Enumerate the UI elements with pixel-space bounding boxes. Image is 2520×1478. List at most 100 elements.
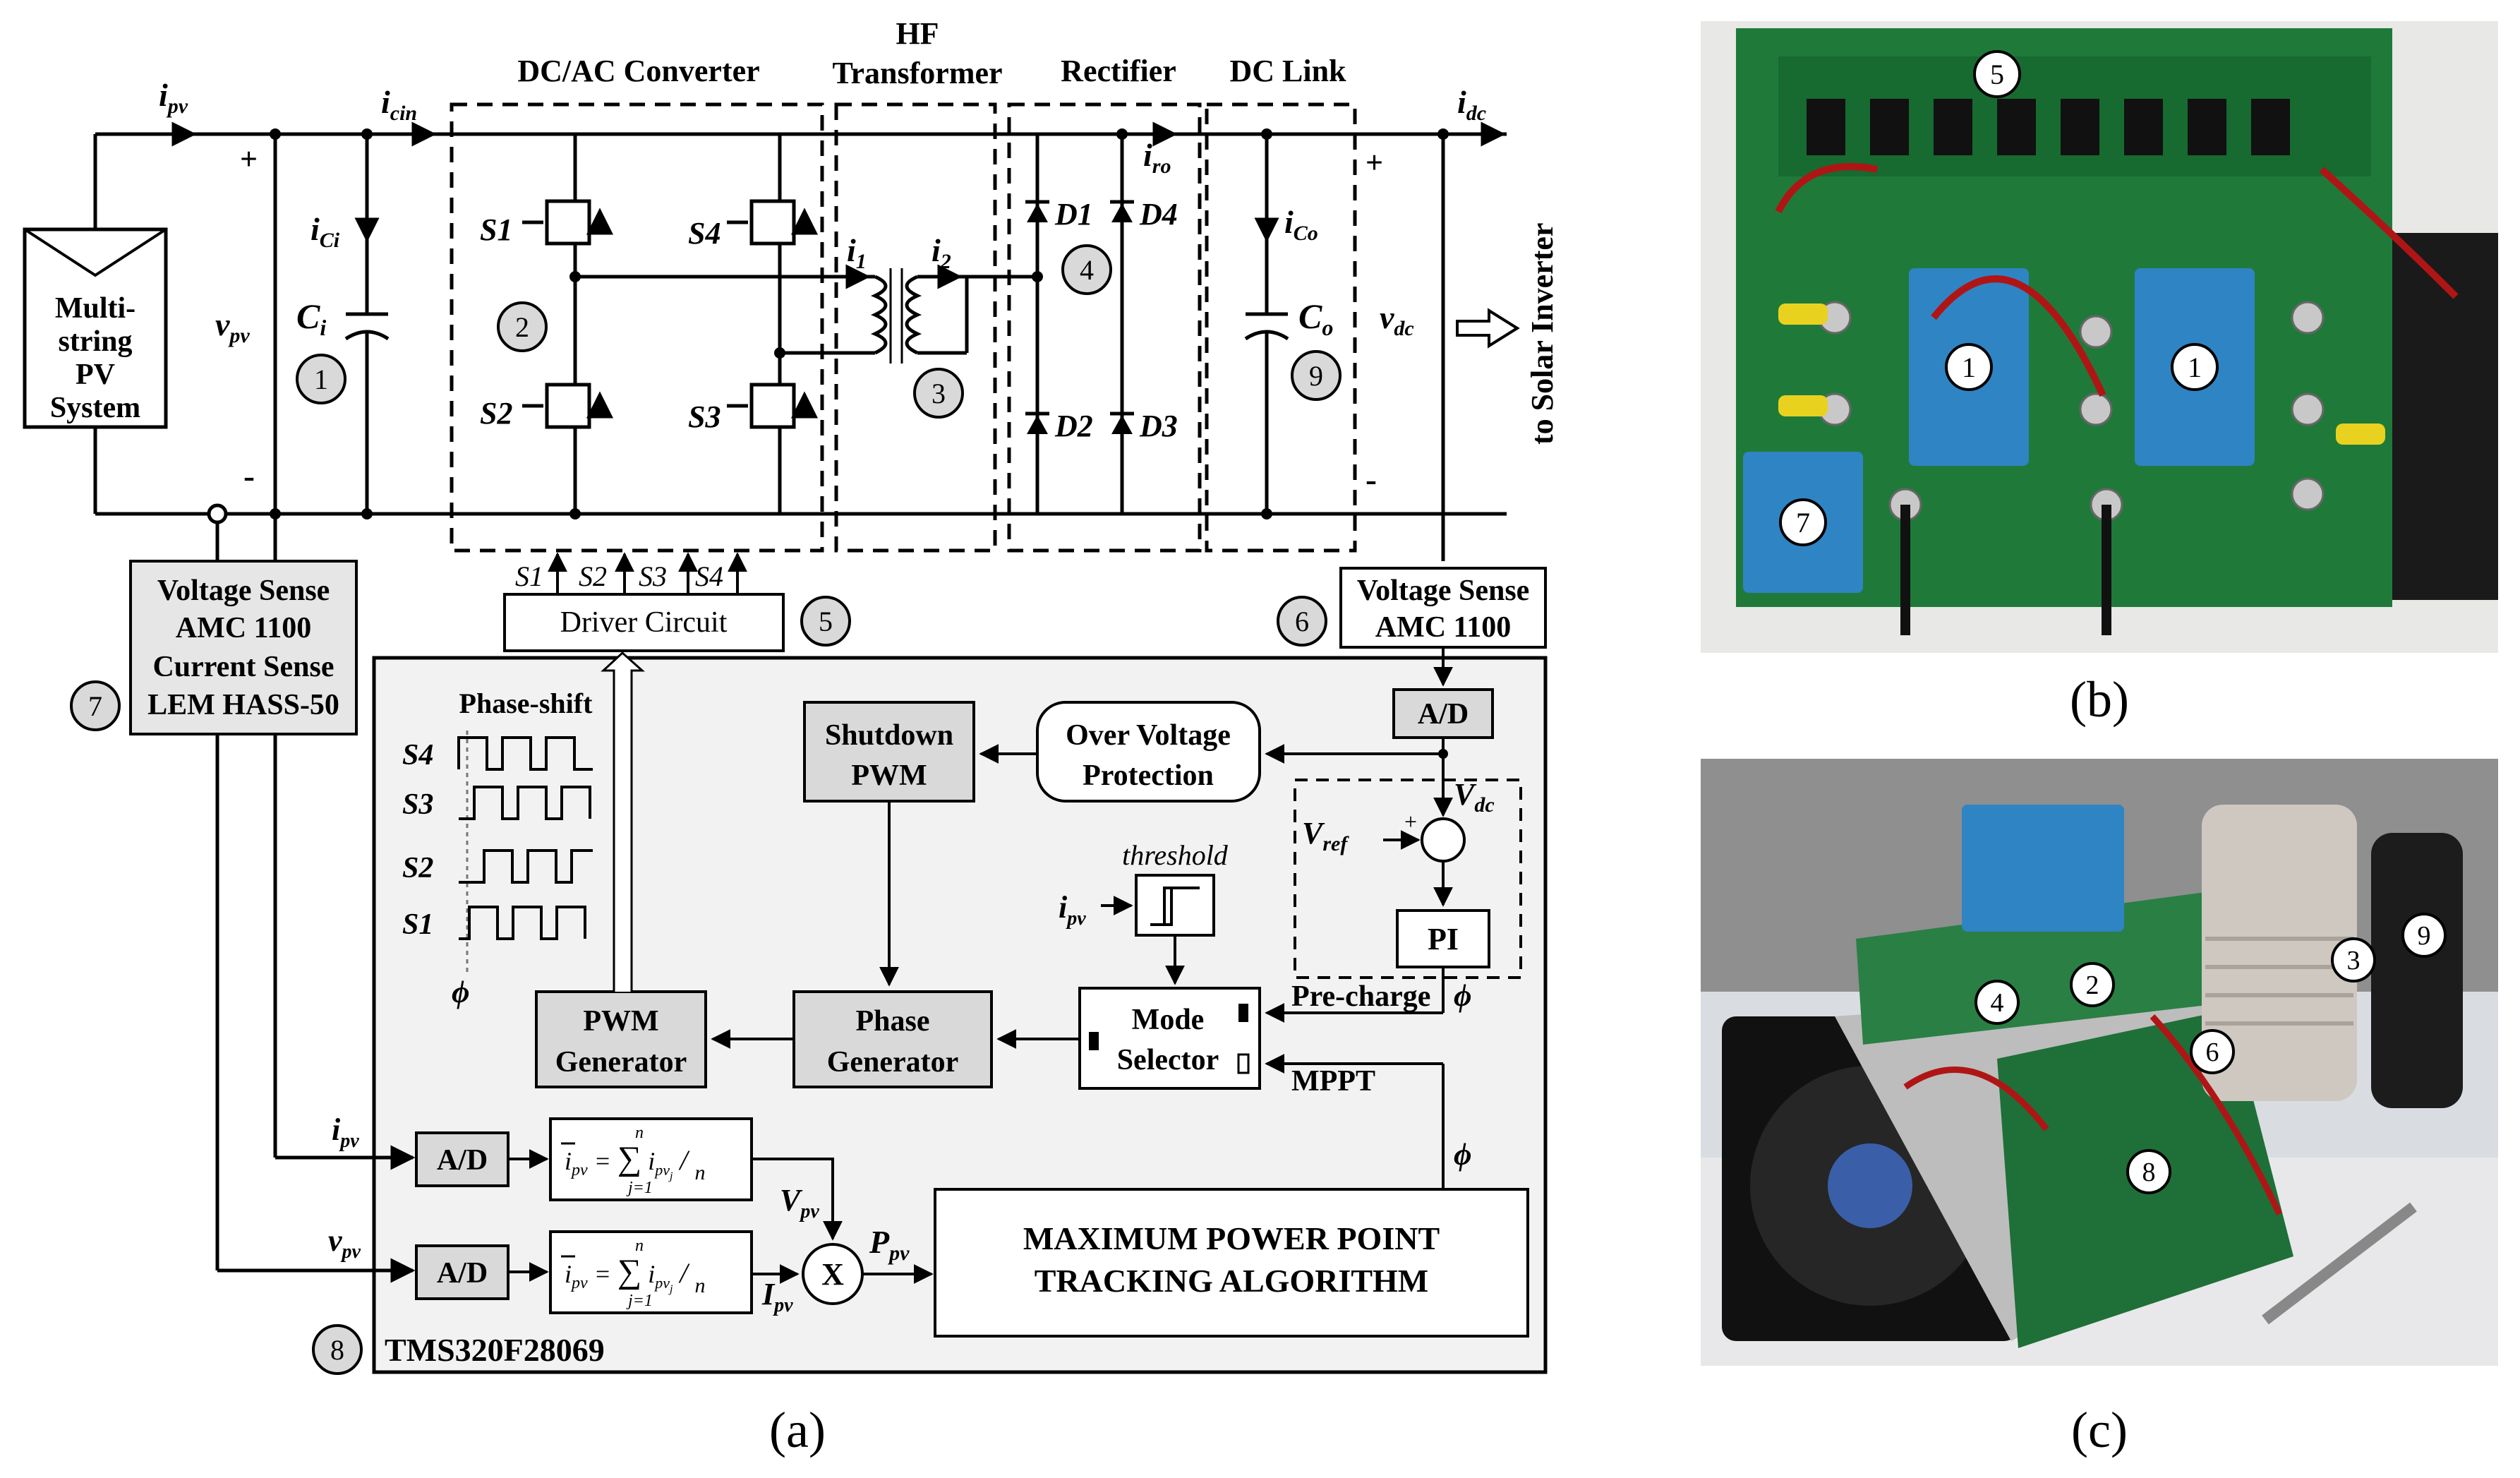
- svg-text:8: 8: [330, 1334, 344, 1366]
- mppt-algorithm-box: [934, 1188, 1529, 1338]
- pi-dashed-region: [1294, 779, 1522, 979]
- diode-label-d4: D4: [1139, 197, 1178, 232]
- wave-label-s1: S1: [402, 908, 433, 941]
- panel-label-b: (b): [2070, 671, 2129, 728]
- ovp-label-2: Protection: [1083, 759, 1214, 792]
- photo-b-pcb: 5 1 1 7: [1701, 21, 2498, 653]
- label-Ipv: Ipv: [761, 1277, 793, 1316]
- mppt-alg-label-2: TRACKING ALGORITHM: [1035, 1263, 1428, 1299]
- phi-mppt: ϕ: [1454, 1137, 1471, 1172]
- label-vref: Vref: [1302, 816, 1349, 855]
- svg-text:j=1: j=1: [626, 1292, 653, 1310]
- label-vdc-pi: Vdc: [1454, 777, 1495, 817]
- plus-sum: +: [1404, 809, 1417, 834]
- mppt-label: MPPT: [1291, 1065, 1375, 1098]
- rectifier-title: Rectifier: [1061, 54, 1176, 88]
- dsp-label: TMS320F28069: [385, 1332, 605, 1368]
- svg-text:7: 7: [88, 690, 102, 722]
- hollow-arrow-up-icon: [601, 651, 645, 992]
- pwm-waveforms: [457, 736, 593, 940]
- sense-right-1: Voltage Sense: [1357, 575, 1530, 607]
- label-i1: i1: [847, 232, 867, 273]
- svg-text:2: 2: [515, 311, 529, 343]
- svg-text:5: 5: [1990, 59, 2004, 90]
- label-ipv-threshold: ipv: [1059, 890, 1086, 930]
- diode-d4: [1110, 200, 1134, 222]
- ovp-label-1: Over Voltage: [1066, 719, 1231, 752]
- pv-panel: Multi- string PV System: [23, 227, 168, 429]
- label-vpv-ad: vpv: [328, 1223, 361, 1263]
- switch-label-s2: S2: [480, 396, 512, 431]
- hf-title-1: HF: [896, 16, 939, 51]
- precharge-label: Pre-charge: [1291, 980, 1430, 1013]
- label-vdc: vdc: [1380, 299, 1414, 340]
- hf-title-2: Transformer: [832, 56, 1002, 90]
- mppt-alg-label-1: MAXIMUM POWER POINT: [1023, 1220, 1440, 1256]
- label-Ppv: Ppv: [869, 1224, 910, 1265]
- ad-vpv-label: A/D: [437, 1257, 488, 1290]
- driver-circuit-label: Driver Circuit: [560, 606, 728, 639]
- ad-vpv: [415, 1244, 510, 1300]
- junction-dots: [270, 128, 1449, 519]
- dclink-title: DC Link: [1229, 54, 1346, 88]
- ad-ipv-label: A/D: [437, 1144, 488, 1177]
- label-ipv-ad: ipv: [332, 1112, 359, 1152]
- mode-label-2: Selector: [1117, 1044, 1219, 1076]
- wave-label-s2: S2: [402, 852, 433, 884]
- shutdown-label-2: PWM: [851, 759, 927, 792]
- sense-left-1: Voltage Sense: [157, 575, 330, 607]
- svg-text:j=1: j=1: [626, 1179, 653, 1197]
- shutdown-label-1: Shutdown: [825, 719, 953, 752]
- mosfet-s1: [522, 199, 614, 246]
- svg-text:7: 7: [1796, 507, 1810, 539]
- phase-gen-label-2: Generator: [827, 1046, 959, 1079]
- photo-c-prototype: 4 2 3 6 8 9: [1701, 759, 2498, 1366]
- label-Vpv: Vpv: [780, 1183, 819, 1222]
- sense-right-2: AMC 1100: [1375, 611, 1512, 644]
- sense-box-right: [1339, 567, 1547, 649]
- phi-precharge: ϕ: [1454, 978, 1471, 1013]
- pv-label-1: Multi-: [55, 292, 135, 325]
- mode-label-1: Mode: [1132, 1004, 1205, 1036]
- mosfet-s4: [727, 199, 819, 246]
- wave-label-s4: S4: [402, 739, 433, 771]
- sense-left-3: Current Sense: [152, 651, 334, 683]
- phi-waveforms: ϕ: [452, 975, 469, 1009]
- label-ipv-top: ipv: [159, 77, 188, 118]
- diode-d3: [1110, 411, 1134, 434]
- driver-s2: S2: [579, 560, 607, 592]
- svg-text:3: 3: [932, 378, 946, 409]
- svg-text:6: 6: [2206, 1038, 2219, 1067]
- svg-text:4: 4: [1080, 254, 1094, 286]
- numbered-markers: [70, 244, 1342, 1375]
- ovp-box: [1036, 701, 1261, 803]
- pi-label: PI: [1428, 922, 1459, 956]
- pwm-gen-label-2: Generator: [555, 1046, 687, 1079]
- driver-arrows: [548, 552, 747, 594]
- label-vpv: vpv: [215, 306, 250, 347]
- current-sense-node: [207, 503, 228, 524]
- mosfet-s2: [522, 383, 614, 429]
- hysteresis-icon: [1150, 887, 1200, 926]
- numbered-marker-labels: 1 2 3 4 5 6 7 8 9: [88, 254, 1323, 1366]
- driver-s3: S3: [639, 560, 667, 592]
- current-arrows: [159, 121, 1506, 289]
- pv-label-4: System: [50, 392, 140, 424]
- power-stage: [93, 132, 1507, 561]
- ad-top-right-label: A/D: [1418, 698, 1469, 731]
- pv-label-2: string: [59, 325, 133, 358]
- diode-label-d3: D3: [1139, 409, 1178, 443]
- minus-right: -: [1365, 461, 1377, 498]
- svg-text:4: 4: [1991, 988, 2004, 1018]
- label-co: Co: [1298, 296, 1333, 340]
- svg-text:1: 1: [1962, 352, 1976, 383]
- svg-text:9: 9: [2418, 921, 2431, 951]
- avg-box-ipv: ipv = ∑ ipvj / n n j=1: [549, 1117, 753, 1201]
- switch-label-s4: S4: [688, 216, 721, 251]
- capacitor-ci: [344, 312, 390, 341]
- hf-transformer-symbol: [870, 268, 922, 364]
- label-ico: iCo: [1284, 204, 1318, 245]
- mosfet-s3: [727, 383, 819, 429]
- label-ci: Ci: [296, 296, 326, 340]
